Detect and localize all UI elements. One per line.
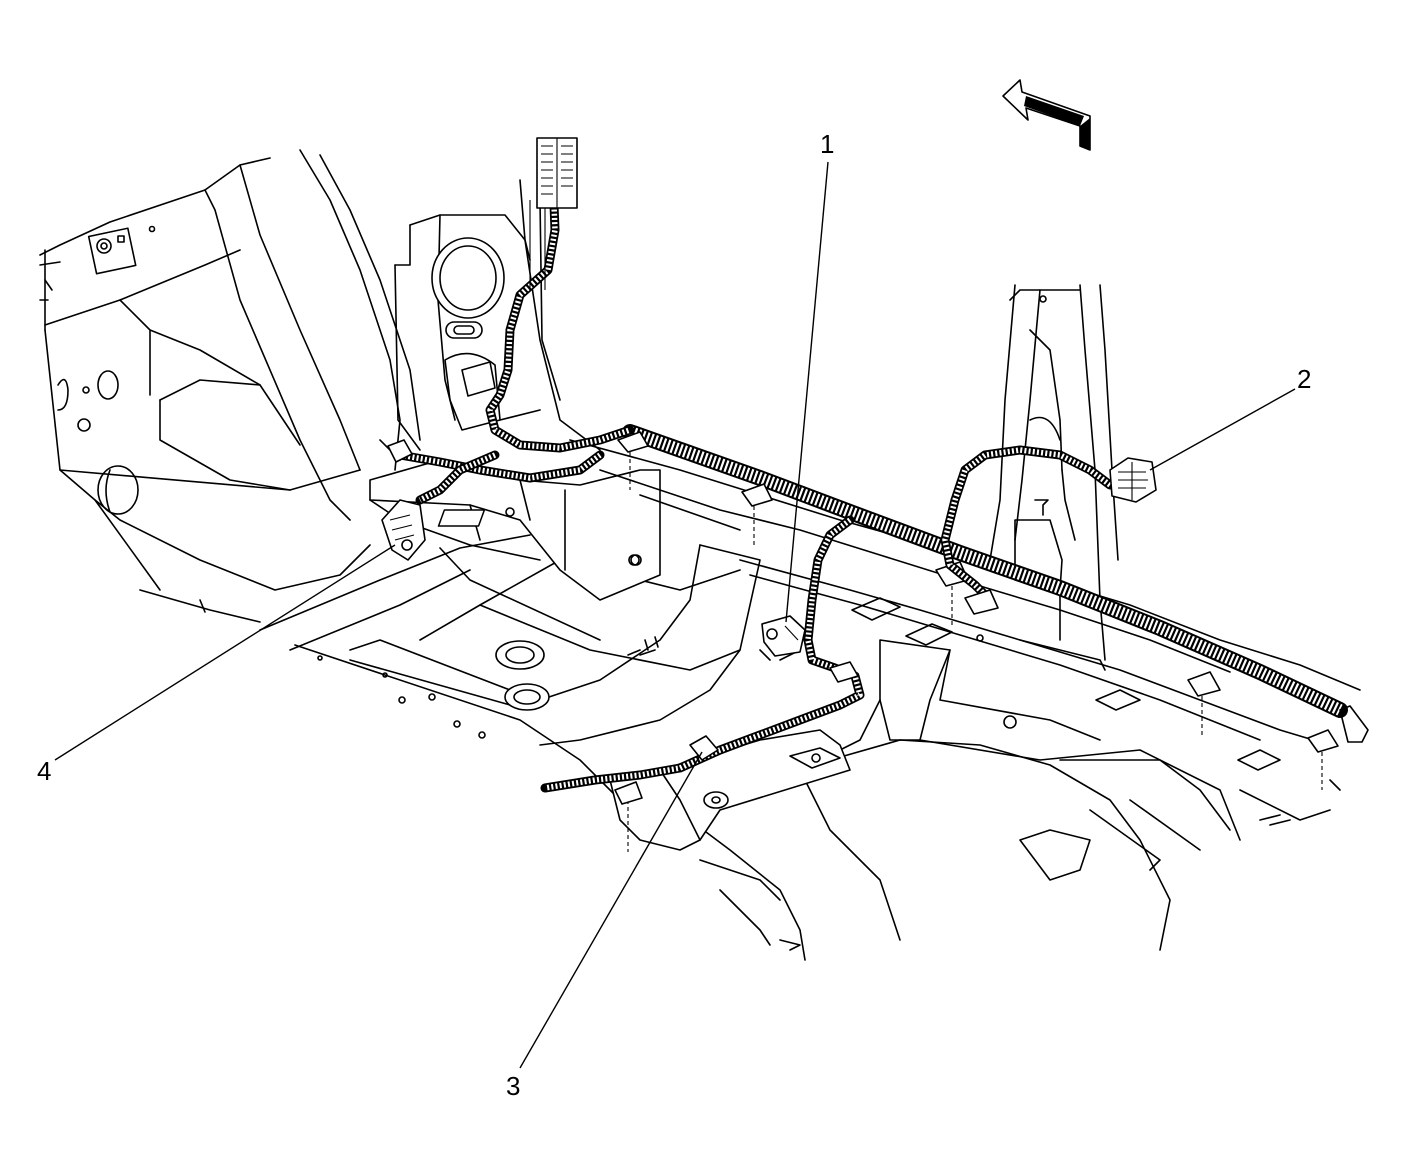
harness-branch-center	[540, 515, 865, 852]
upper-connector	[536, 137, 578, 209]
harness-branch-right	[940, 445, 1157, 615]
rear-floor-pan	[259, 439, 1361, 961]
callout-label: 4	[37, 756, 51, 786]
connector-4	[381, 499, 426, 561]
harness-clip	[741, 483, 773, 545]
callout-3: 3	[506, 751, 703, 1101]
harness-clip	[1307, 729, 1339, 790]
connector-3	[689, 735, 719, 761]
callout-2: 2	[1149, 364, 1311, 471]
connector-1	[761, 615, 806, 657]
callout-label: 3	[506, 1071, 520, 1101]
harness-clip	[617, 431, 649, 490]
callout-4: 4	[37, 544, 396, 786]
forward-arrow-icon	[1002, 79, 1091, 151]
callout-label: 1	[820, 129, 834, 159]
harness-branch-left	[387, 137, 635, 505]
callout-label: 2	[1297, 364, 1311, 394]
connector-2	[1109, 457, 1157, 503]
left-pillar-panel	[299, 149, 601, 471]
callout-1: 1	[785, 129, 834, 623]
harness-clip	[1187, 671, 1221, 735]
left-quarter-panel	[39, 157, 371, 623]
